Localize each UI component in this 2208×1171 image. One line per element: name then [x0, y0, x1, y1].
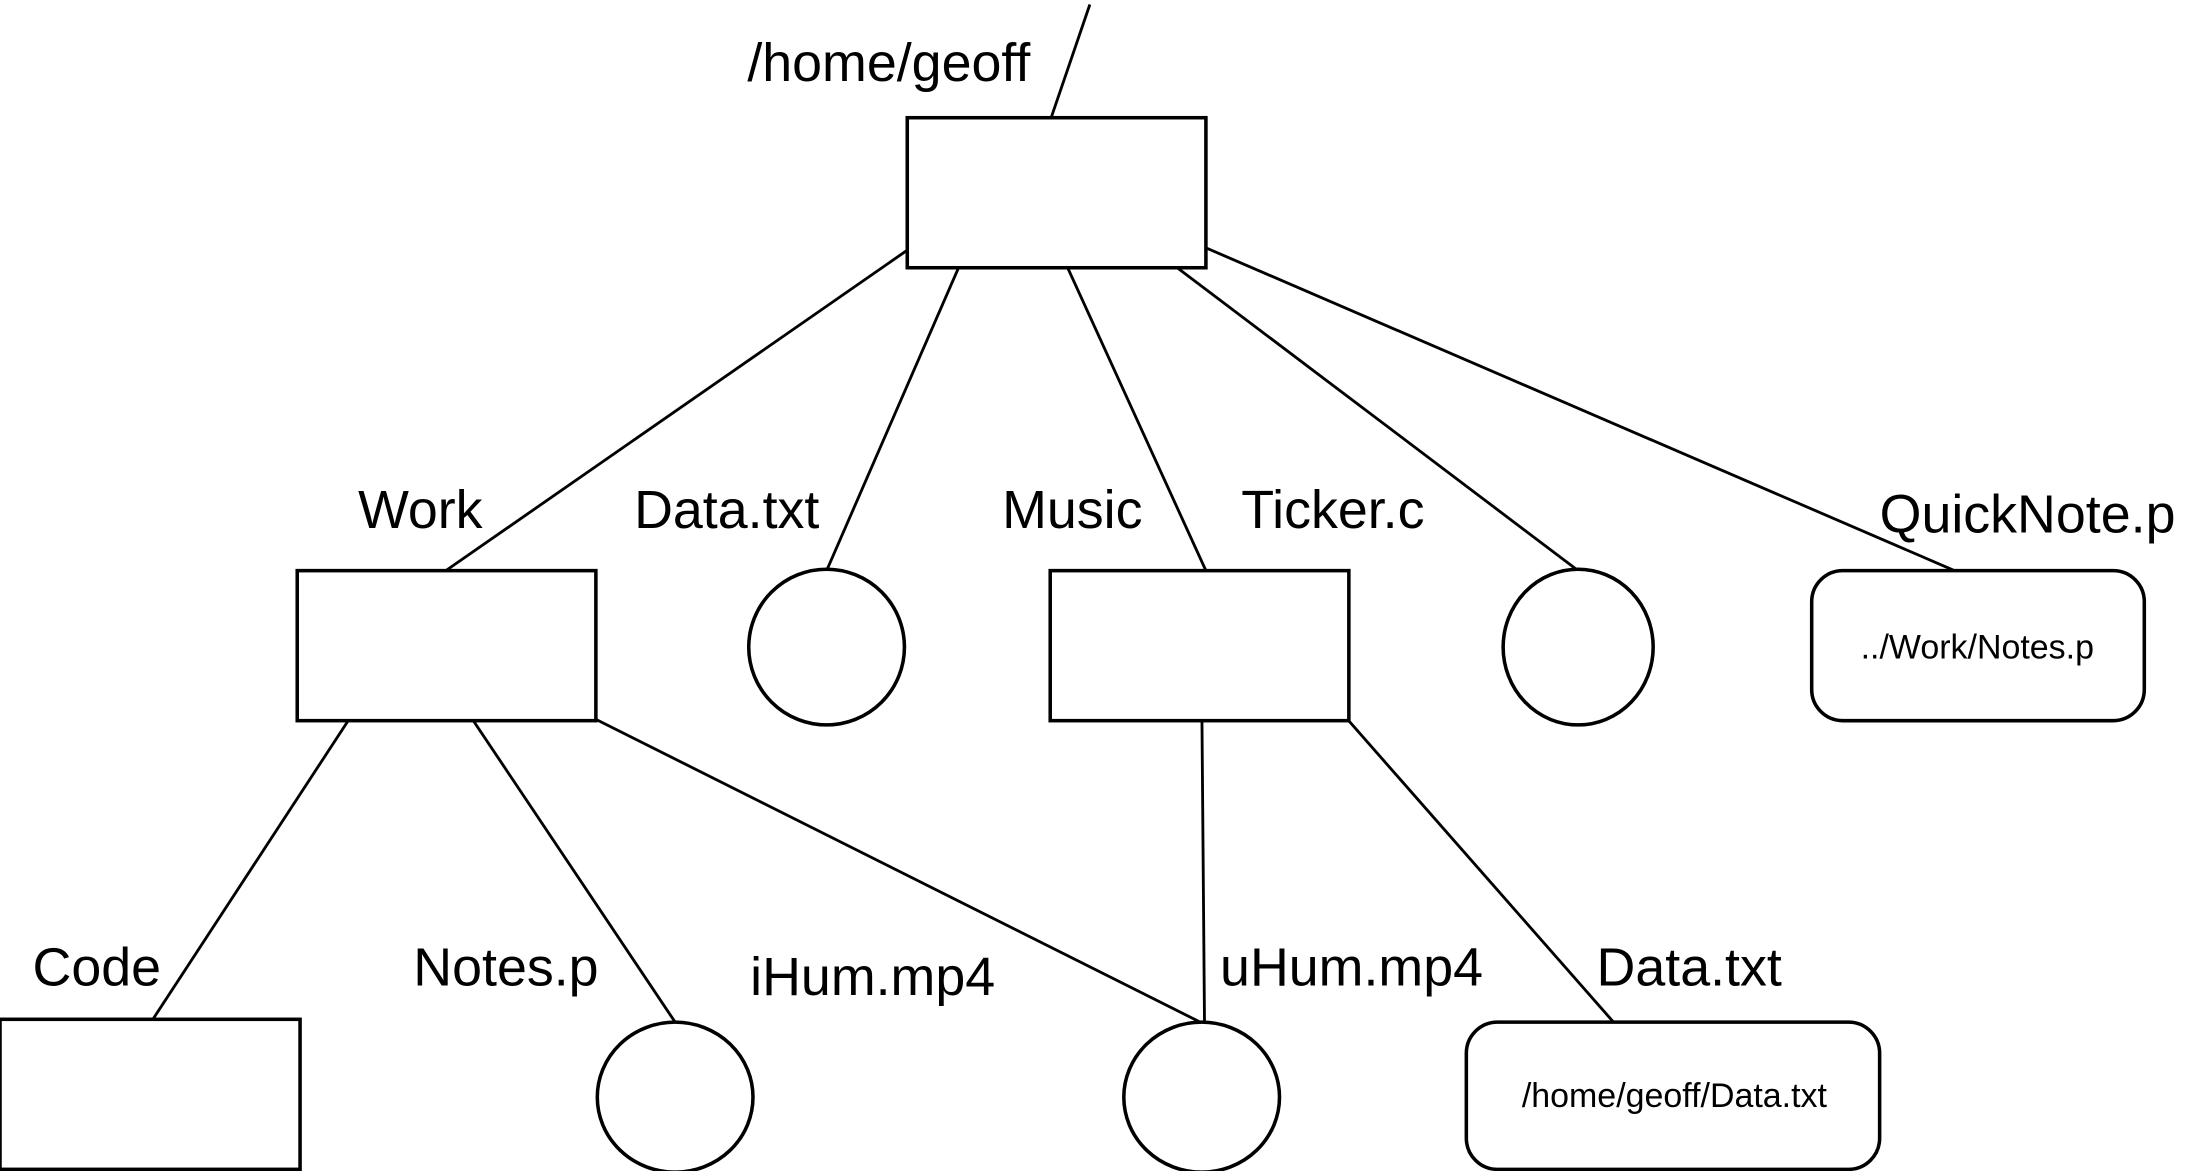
edge-work-code	[151, 683, 374, 1021]
edge-music-datalink	[1315, 682, 1615, 1024]
datatxt-file-node[interactable]	[746, 567, 907, 727]
notesp-label: Notes.p	[413, 937, 598, 997]
datatxt-link-target: /home/geoff/Data.txt	[1522, 1077, 1828, 1115]
edge-root-work	[445, 228, 938, 572]
root-label: /home/geoff	[747, 33, 1031, 93]
edge-root-datatxt	[825, 228, 977, 572]
tickerc-file-node[interactable]	[1501, 567, 1655, 727]
tickerc-label: Ticker.c	[1241, 480, 1424, 540]
edge-root-tickerc	[1125, 228, 1580, 572]
ihum-label: iHum.mp4	[750, 947, 995, 1007]
root-directory-node[interactable]	[905, 115, 1208, 270]
datatxt-link-label: Data.txt	[1597, 937, 1782, 997]
edge-work-notesp	[447, 683, 677, 1023]
quicknote-label: QuickNote.p	[1880, 484, 2176, 544]
work-directory-node[interactable]	[295, 568, 598, 723]
music-label: Music	[1002, 480, 1142, 540]
quicknote-target: ../Work/Notes.p	[1861, 628, 2094, 666]
uhum-label: uHum.mp4	[1220, 937, 1483, 997]
code-directory-node[interactable]	[0, 1017, 302, 1171]
edge-work-ihum	[524, 682, 1201, 1024]
edge-root-parent	[1050, 4, 1092, 117]
notesp-file-node[interactable]	[595, 1020, 755, 1171]
music-directory-node[interactable]	[1048, 568, 1351, 723]
edge-root-music	[1048, 228, 1208, 572]
work-label: Work	[358, 480, 483, 540]
edge-music-uhum	[1200, 683, 1206, 1023]
hum-file-node[interactable]	[1122, 1020, 1282, 1171]
datatxt-label: Data.txt	[634, 480, 819, 540]
edge-root-quicknote	[1162, 228, 1956, 572]
quicknote-link-node[interactable]	[1809, 568, 2147, 723]
datatxt-link-node[interactable]	[1464, 1020, 1882, 1171]
code-label: Code	[33, 937, 162, 997]
